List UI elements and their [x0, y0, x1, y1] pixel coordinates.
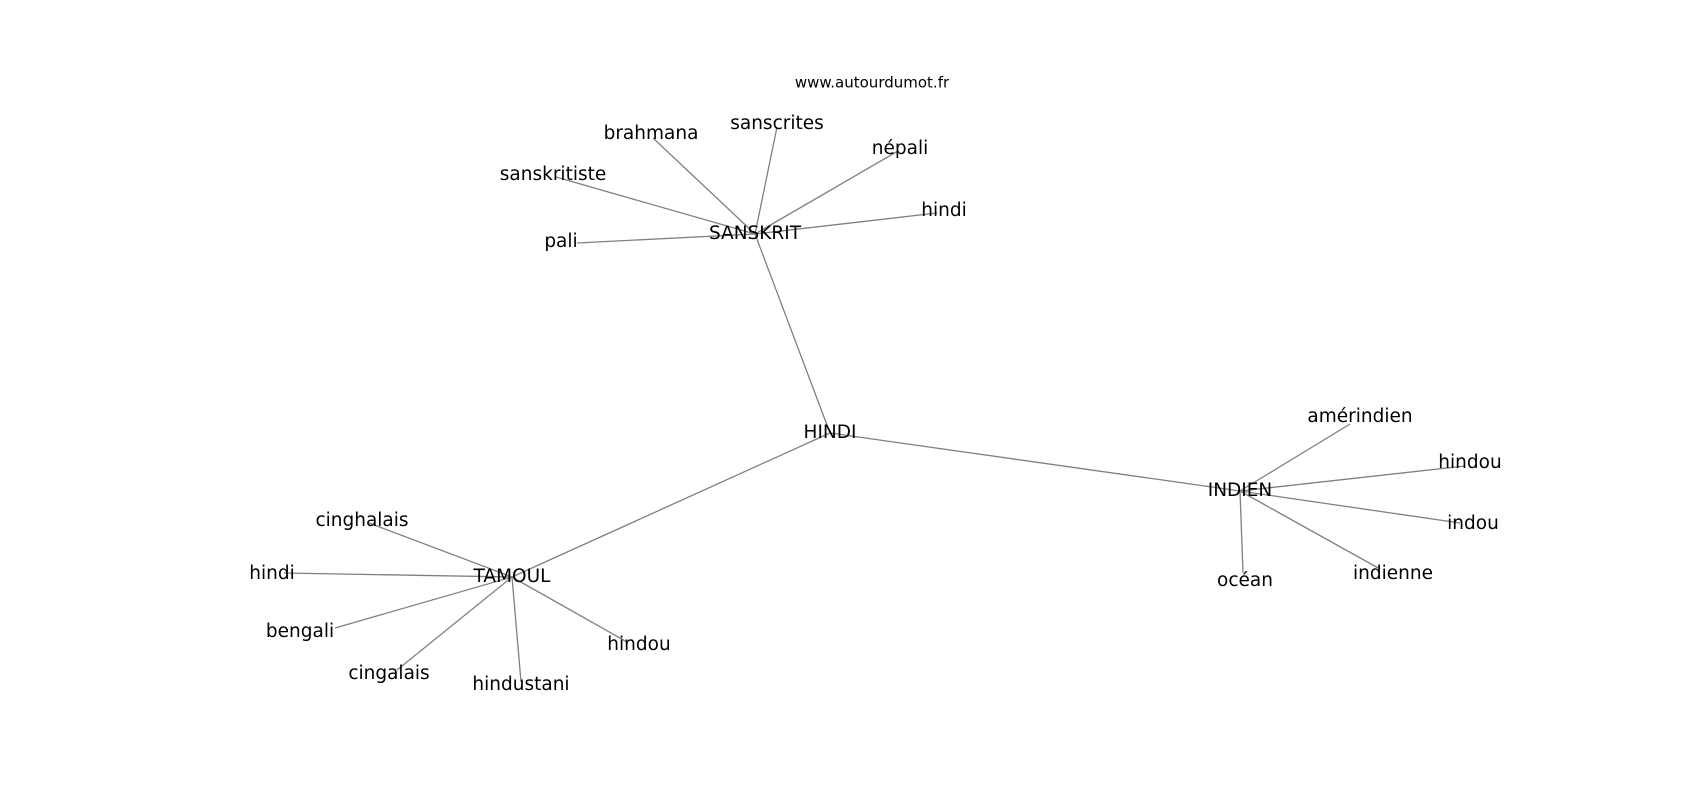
graph-edges [283, 126, 1466, 683]
edge-hindi_center-indien [829, 432, 1241, 492]
node-label-cingalais[interactable]: cingalais [348, 663, 429, 684]
edge-hindi_center-sanskrit [754, 233, 831, 434]
node-label-sanskritiste[interactable]: sanskritiste [500, 164, 606, 185]
node-label-pali[interactable]: pali [544, 231, 577, 252]
node-label-hindi_center[interactable]: HINDI [804, 422, 857, 443]
edge-tamoul-hindou_t [511, 576, 628, 643]
edge-sanskrit-nepali [754, 150, 899, 235]
node-label-indou[interactable]: indou [1447, 513, 1499, 534]
edge-sanskrit-sanscrites [754, 126, 778, 235]
edge-tamoul-hindi_t [283, 572, 513, 578]
watermark: www.autourdumot.fr [795, 74, 950, 92]
node-label-brahmana[interactable]: brahmana [604, 123, 699, 144]
node-label-hindustani[interactable]: hindustani [472, 674, 569, 695]
edge-sanskrit-sanskritiste [555, 176, 756, 235]
edge-indien-indou [1239, 490, 1461, 524]
edge-indien-indienne [1239, 490, 1381, 570]
node-label-sanscrites[interactable]: sanscrites [730, 113, 824, 134]
node-label-cinghalais[interactable]: cinghalais [315, 510, 408, 531]
node-label-hindi_t[interactable]: hindi [249, 563, 294, 584]
edge-indien-ocean [1239, 490, 1244, 574]
node-label-hindi_s[interactable]: hindi [921, 200, 966, 221]
edge-sanskrit-brahmana [652, 137, 756, 235]
node-label-bengali[interactable]: bengali [266, 621, 334, 642]
node-label-nepali[interactable]: népali [872, 138, 928, 159]
graph-nodes: HINDI SANSKRIT TAMOUL INDIEN brahmana sanscri… [249, 113, 1501, 695]
node-label-ocean[interactable]: océan [1217, 570, 1273, 591]
edge-indien-amerindien [1239, 423, 1351, 492]
edge-tamoul-cingalais [396, 576, 513, 671]
edge-hindi_center-tamoul [511, 432, 831, 578]
node-label-amerindien[interactable]: amérindien [1307, 406, 1412, 427]
edge-indien-hindou_i [1239, 465, 1466, 492]
node-label-hindou_i[interactable]: hindou [1438, 452, 1501, 473]
node-label-hindou_t[interactable]: hindou [607, 634, 670, 655]
node-label-indienne[interactable]: indienne [1353, 563, 1433, 584]
node-label-tamoul[interactable]: TAMOUL [473, 566, 552, 587]
edge-sanskrit-pali [576, 233, 756, 244]
edge-tamoul-cinghalais [368, 522, 513, 578]
edge-tamoul-hindustani [511, 576, 522, 683]
node-label-indien[interactable]: INDIEN [1208, 480, 1273, 501]
edge-sanskrit-hindi_s [754, 212, 938, 235]
edge-tamoul-bengali [334, 576, 513, 629]
node-label-sanskrit[interactable]: SANSKRIT [709, 223, 802, 244]
